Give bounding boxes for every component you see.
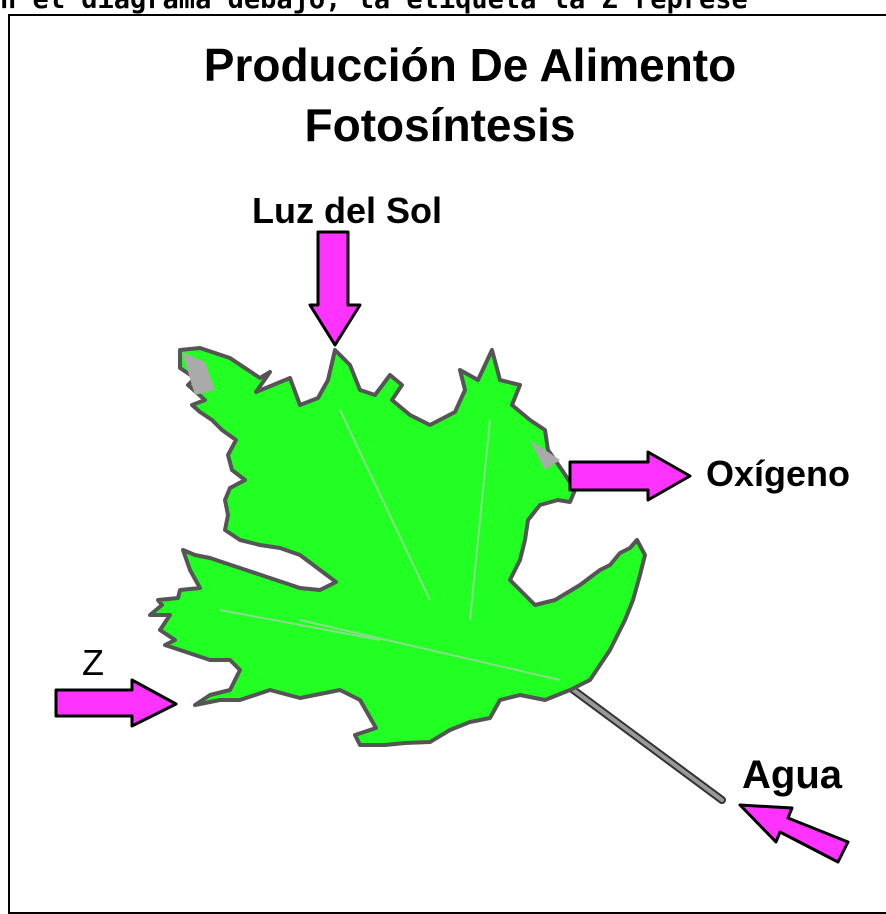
sunlight-label: Luz del Sol bbox=[252, 190, 443, 231]
photosynthesis-diagram bbox=[54, 230, 850, 864]
z-arrow bbox=[54, 678, 178, 728]
water-label: Agua bbox=[742, 753, 842, 797]
water-arrow bbox=[738, 803, 850, 864]
oak-leaf bbox=[148, 346, 647, 747]
sunlight-arrow bbox=[308, 230, 362, 347]
diagram-title: Producción De Alimento bbox=[203, 39, 737, 91]
oxygen-arrow bbox=[568, 450, 692, 502]
oxygen-label: Oxígeno bbox=[706, 453, 851, 494]
question-text: n el diagrama debajo, la etiqueta la Z r… bbox=[0, 0, 886, 14]
diagram-subtitle: Fotosíntesis bbox=[304, 99, 576, 151]
z-label: Z bbox=[82, 642, 104, 683]
